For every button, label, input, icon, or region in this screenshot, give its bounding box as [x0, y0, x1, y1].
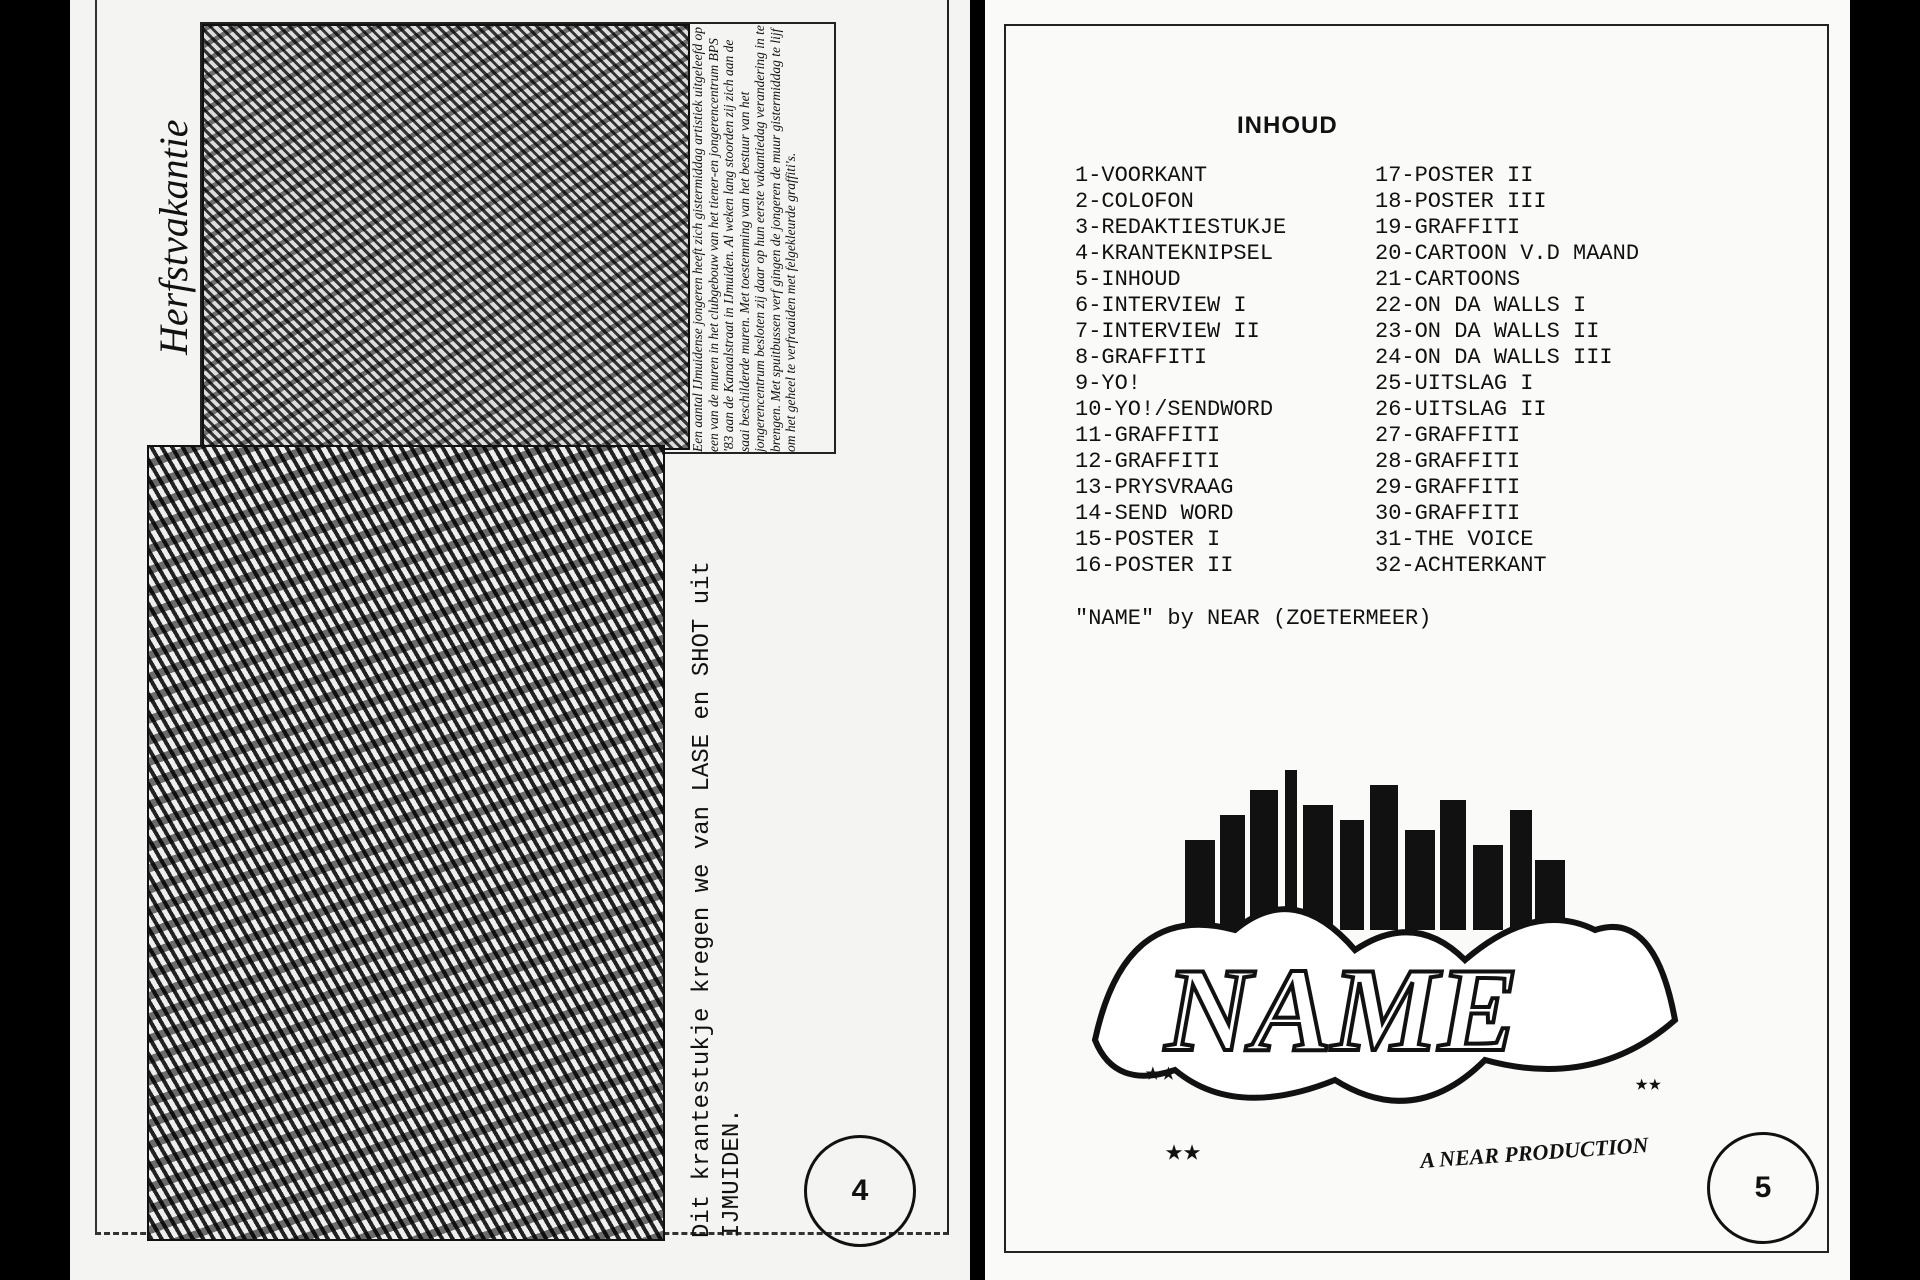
contents-entry: 19-GRAFFITI: [1375, 215, 1521, 240]
graffiti-name-artwork: NAME ★★ ★★ ★★: [1091, 770, 1679, 1170]
artwork-byline: "NAME" by NEAR (ZOETERMEER): [1075, 606, 1432, 631]
contents-entry: 3-REDAKTIESTUKJE: [1075, 215, 1287, 240]
contents-entry: 16-POSTER II: [1075, 553, 1234, 578]
contents-entry: 15-POSTER I: [1075, 527, 1221, 552]
contents-entry: 23-ON DA WALLS II: [1375, 319, 1600, 344]
contents-entry: 4-KRANTEKNIPSEL: [1075, 241, 1274, 266]
contents-entry: 29-GRAFFITI: [1375, 475, 1521, 500]
contents-entry: 20-CARTOON V.D MAAND: [1375, 241, 1640, 266]
contents-entry: 24-ON DA WALLS III: [1375, 345, 1613, 370]
graffiti-wall-photo: [147, 445, 665, 1241]
clipping-caption: Een aantal IJmuidense jongeren heeft zic…: [690, 25, 798, 452]
contents-entry: 30-GRAFFITI: [1375, 501, 1521, 526]
contents-entry: 6-INTERVIEW I: [1075, 293, 1247, 318]
svg-text:★★: ★★: [1165, 1136, 1201, 1170]
contents-entry: 2-COLOFON: [1075, 189, 1194, 214]
clipping-credit: Dit krantestukje kregen we van LASE en S…: [689, 561, 746, 1238]
contents-entry: 26-UITSLAG II: [1375, 397, 1547, 422]
contents-entry: 12-GRAFFITI: [1075, 449, 1221, 474]
contents-entry: 7-INTERVIEW II: [1075, 319, 1260, 344]
newspaper-photo: [202, 24, 690, 450]
contents-entry: 21-CARTOONS: [1375, 267, 1521, 292]
contents-entry: 5-INHOUD: [1075, 267, 1181, 292]
page-number-5: 5: [1707, 1132, 1819, 1244]
contents-entry: 25-UITSLAG I: [1375, 371, 1534, 396]
graffiti-letters: NAME: [1163, 943, 1518, 1076]
svg-text:★★: ★★: [1145, 1058, 1176, 1088]
contents-entry: 31-THE VOICE: [1375, 527, 1534, 552]
contents-entry: 1-VOORKANT: [1075, 163, 1208, 188]
stars-icon: ★★ ★★ ★★: [1145, 1058, 1662, 1170]
contents-entry: 14-SEND WORD: [1075, 501, 1234, 526]
right-page-border: [1004, 24, 1829, 1253]
clipping-headline: Herfstvakantie: [151, 119, 196, 356]
contents-entry: 11-GRAFFITI: [1075, 423, 1221, 448]
graffiti-letters-outline: [1091, 906, 1679, 1104]
contents-entry: 32-ACHTERKANT: [1375, 553, 1547, 578]
contents-entry: 18-POSTER III: [1375, 189, 1547, 214]
contents-entry: 9-YO!: [1075, 371, 1142, 396]
contents-entry: 8-GRAFFITI: [1075, 345, 1208, 370]
contents-entry: 28-GRAFFITI: [1375, 449, 1521, 474]
contents-entry: 27-GRAFFITI: [1375, 423, 1521, 448]
page-number-4: 4: [804, 1135, 916, 1247]
contents-title: INHOUD: [1237, 112, 1338, 139]
city-skyline: [1185, 770, 1565, 930]
contents-entry: 17-POSTER II: [1375, 163, 1534, 188]
svg-text:★★: ★★: [1635, 1072, 1662, 1097]
contents-entry: 13-PRYSVRAAG: [1075, 475, 1234, 500]
contents-entry: 10-YO!/SENDWORD: [1075, 397, 1274, 422]
contents-entry: 22-ON DA WALLS I: [1375, 293, 1587, 318]
